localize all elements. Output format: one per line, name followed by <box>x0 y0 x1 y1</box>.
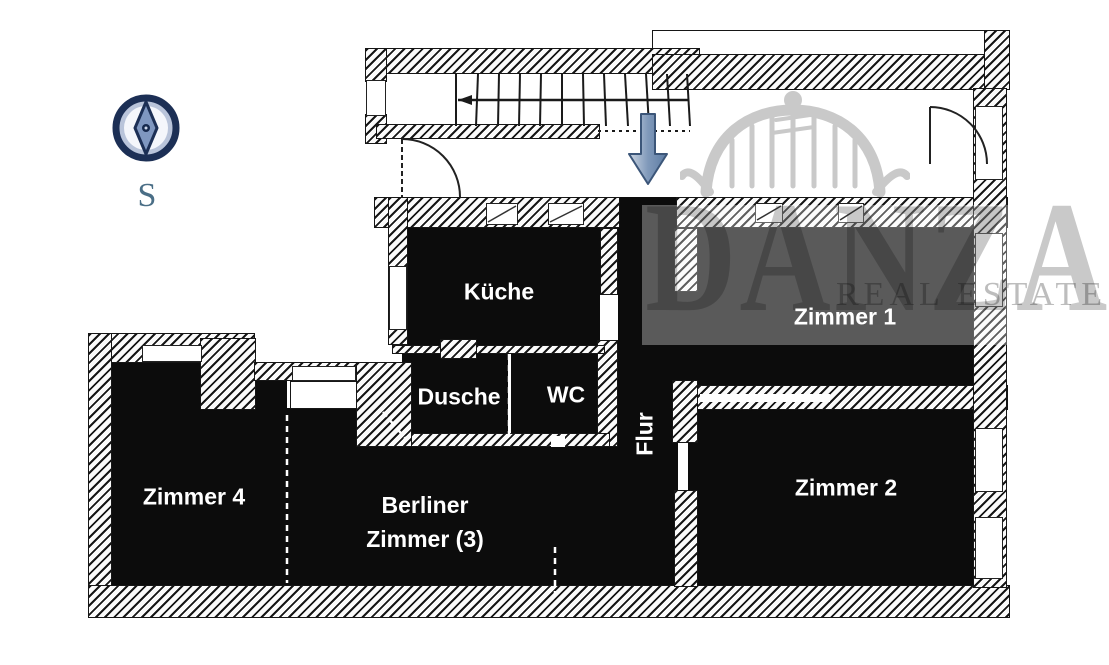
wall-segment <box>688 385 1008 410</box>
room-berliner-zimmer <box>398 447 618 600</box>
room-label-flur: Flur <box>631 412 658 456</box>
wall-segment <box>674 490 698 587</box>
wall-segment <box>365 48 700 74</box>
room-label-berliner-line2: Zimmer (3) <box>366 526 484 552</box>
compass-icon <box>112 94 180 162</box>
wall-under-stairs <box>376 124 600 139</box>
room-wc <box>511 352 597 440</box>
wall-segment <box>597 340 618 447</box>
watermark-backing <box>642 205 1072 345</box>
window-slot <box>292 366 356 381</box>
wall-segment <box>600 228 618 295</box>
watermark-brand-text: DANZA <box>645 170 1109 345</box>
window-slot <box>975 233 1003 307</box>
wall-segment <box>356 362 412 447</box>
room-label-kueche: Küche <box>463 278 535 305</box>
window-slot <box>486 203 518 225</box>
door-opening <box>700 394 830 402</box>
wall-segment <box>652 30 1008 56</box>
wall-segment <box>200 338 256 410</box>
door-opening <box>551 436 565 447</box>
window-slot <box>389 266 407 330</box>
bay-niche <box>290 381 357 409</box>
wall-segment <box>392 345 605 354</box>
wall-bottom-outer <box>88 585 1010 618</box>
wall-segment <box>365 48 387 82</box>
room-label-zimmer4: Zimmer 4 <box>142 483 246 510</box>
wall-segment <box>440 339 477 359</box>
compass-south-label: S <box>137 177 157 214</box>
room-zimmer2 <box>688 408 973 600</box>
room-zimmer1 <box>655 228 973 390</box>
window-slot <box>366 80 386 116</box>
room-label-berliner-zimmer: Berliner Zimmer (3) <box>366 488 484 556</box>
window-slot <box>142 345 202 362</box>
room-label-berliner-line1: Berliner <box>381 492 469 518</box>
room-label-wc: WC <box>546 381 586 408</box>
wall-left-outer <box>88 333 112 618</box>
window-slot <box>975 428 1003 492</box>
wall-segment <box>392 433 610 447</box>
window-slot <box>975 517 1003 579</box>
watermark-tagline-text: REAL ESTATE <box>836 276 1108 313</box>
wall-segment <box>674 228 698 292</box>
room-kueche <box>406 214 600 345</box>
wall-segment <box>652 54 1008 90</box>
room-label-dusche: Dusche <box>417 383 501 410</box>
wall-segment <box>984 30 1010 90</box>
wall-segment <box>672 380 698 443</box>
room-dusche <box>402 352 508 440</box>
room-label-zimmer2: Zimmer 2 <box>794 474 898 501</box>
window-slot <box>975 106 1003 180</box>
room-label-zimmer1: Zimmer 1 <box>793 303 897 330</box>
window-slot <box>548 203 584 225</box>
